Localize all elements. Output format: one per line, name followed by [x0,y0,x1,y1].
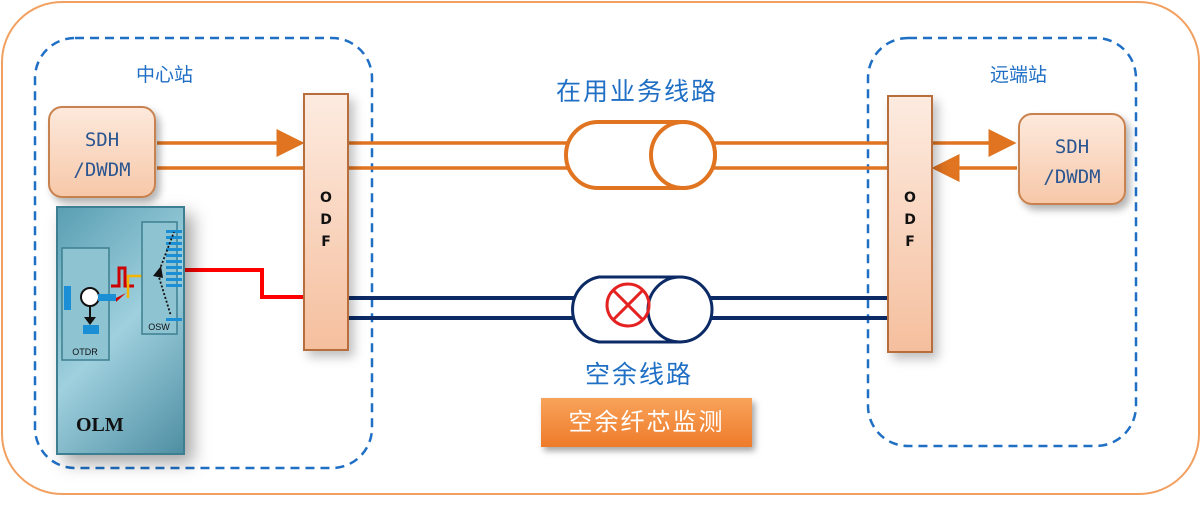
otdr-label: OTDR [72,347,98,357]
dwdm-label: /DWDM [1043,166,1101,188]
pulse-icon [111,266,134,288]
remote-odf: O D F [887,95,933,353]
laser-icon [64,286,71,310]
central-sdh-dwdm-box: SDH /DWDM [48,106,156,198]
spare-line-label: 空余线路 [585,360,694,389]
remote-station-label: 远端站 [990,64,1048,86]
odf-letter: F [321,234,331,250]
outer-frame [1,1,1200,495]
dwdm-label: /DWDM [73,159,131,181]
central-station-boundary [33,36,374,470]
odf-letter: O [904,190,916,206]
sdh-label: SDH [84,129,120,151]
central-station-label: 中心站 [136,64,194,86]
olm-unit: OTDR OSW OLM [56,206,185,455]
central-odf: O D F [303,93,349,351]
detector-arrow-icon [84,317,96,325]
spare-fiber-monitoring-button[interactable]: 空余纤芯监测 [541,398,752,447]
sdh-label: SDH [1054,136,1090,158]
remote-station-boundary [866,36,1138,448]
in-use-line-label: 在用业务线路 [556,77,719,106]
in-use-cable-cylinder [564,120,717,190]
olm-internals: OTDR OSW OLM [61,221,182,436]
spare-cable-cylinder [571,275,714,344]
odf-letter: D [320,212,332,228]
switch-ports [166,230,182,321]
odf-letter: D [904,212,916,228]
remote-sdh-dwdm-box: SDH /DWDM [1018,113,1126,205]
olm-label: OLM [76,414,124,436]
odf-letter: O [320,190,332,206]
odf-letter: F [905,234,915,250]
coupler-icon [80,287,100,307]
fault-x-icon [605,282,651,328]
detector-icon [83,325,99,334]
switch-arm-icon [157,231,175,317]
osw-label: OSW [148,322,170,332]
